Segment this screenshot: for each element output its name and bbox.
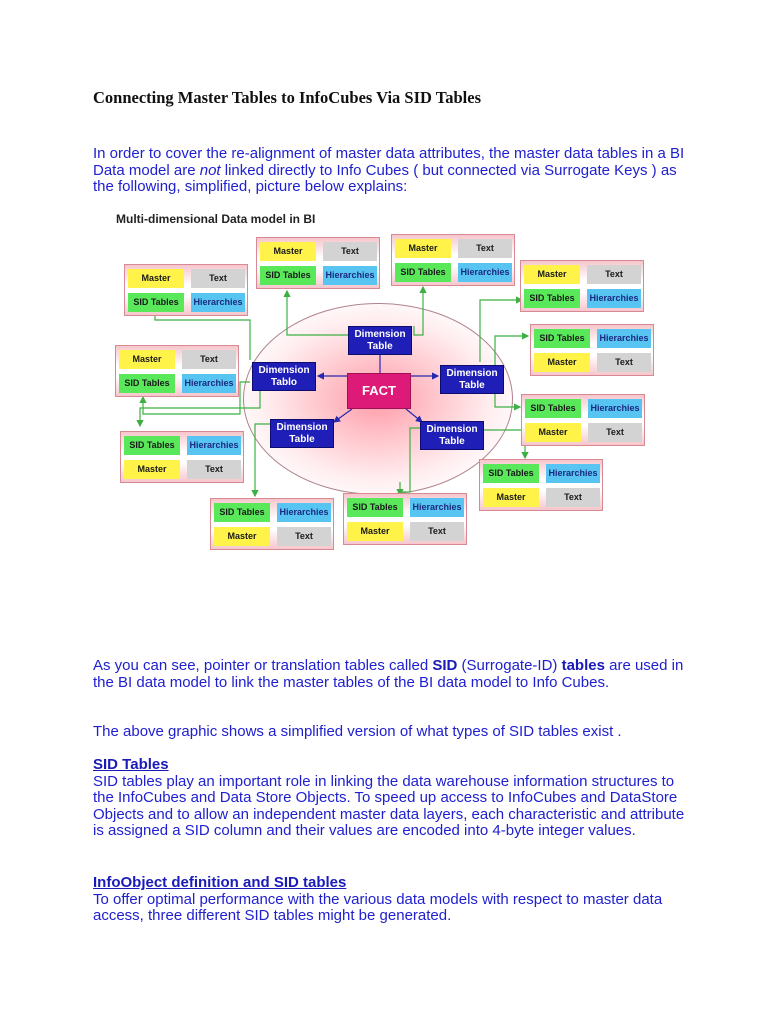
sid-table: SID Tables: [260, 266, 316, 285]
sid-group-6: SID Tables Hierarchies Master Text: [530, 324, 654, 376]
master-table: Master: [119, 350, 175, 369]
sid-table: SID Tables: [128, 293, 184, 312]
dimension-table-left: Dimension Tablo: [252, 362, 316, 391]
bold-text: tables: [561, 657, 605, 674]
dimension-table-top: Dimension Table: [348, 326, 412, 355]
dimension-label: Table: [367, 341, 393, 352]
text-table: Text: [597, 353, 651, 372]
data-model-diagram: Multi-dimensional Data model in BI: [100, 200, 670, 560]
master-table: Master: [534, 353, 590, 372]
dimension-label: Tablo: [271, 377, 297, 388]
section-body: To offer optimal performance with the va…: [93, 890, 663, 925]
dimension-label: Dimension: [446, 368, 498, 379]
hierarchies-table: Hierarchies: [187, 436, 241, 455]
text: As you can see, pointer or translation t…: [93, 657, 433, 674]
master-table: Master: [214, 527, 270, 546]
sid-table: SID Tables: [483, 464, 539, 483]
text: are used in the BI data model to link th…: [93, 657, 684, 691]
master-table: Master: [260, 242, 316, 261]
master-table: Master: [128, 269, 184, 288]
text-table: Text: [587, 265, 641, 284]
sid-table: SID Tables: [525, 399, 581, 418]
section-heading-sid-tables[interactable]: SID Tables: [93, 756, 169, 773]
dimension-label: Table: [459, 380, 485, 391]
fact-table: FACT: [347, 373, 411, 409]
text-table: Text: [323, 242, 377, 261]
hierarchies-table: Hierarchies: [597, 329, 651, 348]
hierarchies-table: Hierarchies: [546, 464, 600, 483]
sid-group-4: Master Text SID Tables Hierarchies: [520, 260, 644, 312]
text-table: Text: [588, 423, 642, 442]
section-infoobject-definition: InfoObject definition and SID tables To …: [93, 874, 693, 925]
sid-group-7: SID Tables Hierarchies Master Text: [521, 394, 645, 446]
text-table: Text: [277, 527, 331, 546]
sid-group-1: Master Text SID Tables Hierarchies: [124, 264, 248, 316]
intro-emphasis: not: [199, 161, 221, 179]
hierarchies-table: Hierarchies: [587, 289, 641, 308]
sid-table: SID Tables: [214, 503, 270, 522]
sid-explanation-paragraph: As you can see, pointer or translation t…: [93, 657, 693, 691]
text: (Surrogate-ID): [457, 657, 562, 674]
sid-group-9: SID Tables Hierarchies Master Text: [479, 459, 603, 511]
master-table: Master: [525, 423, 581, 442]
intro-paragraph: In order to cover the re-alignment of ma…: [93, 145, 693, 196]
dimension-table-bottom-left: Dimension Table: [270, 419, 334, 448]
intro-text-cont: linked directly to Info Cubes ( but conn…: [93, 161, 677, 196]
hierarchies-table: Hierarchies: [458, 263, 512, 282]
dimension-label: Dimension: [354, 329, 406, 340]
master-table: Master: [347, 522, 403, 541]
sid-table: SID Tables: [395, 263, 451, 282]
graphic-summary-paragraph: The above graphic shows a simplified ver…: [93, 723, 622, 740]
dimension-label: Dimension: [258, 365, 310, 376]
section-body: SID tables play an important role in lin…: [93, 772, 685, 840]
section-sid-tables: SID Tables SID tables play an important …: [93, 756, 693, 840]
hierarchies-table: Hierarchies: [410, 498, 464, 517]
text-table: Text: [546, 488, 600, 507]
sid-table: SID Tables: [524, 289, 580, 308]
master-table: Master: [524, 265, 580, 284]
hierarchies-table: Hierarchies: [191, 293, 245, 312]
master-table: Master: [124, 460, 180, 479]
sid-table: SID Tables: [347, 498, 403, 517]
sid-group-10: SID Tables Hierarchies Master Text: [343, 493, 467, 545]
section-heading-infoobject-definition[interactable]: InfoObject definition and SID tables: [93, 874, 347, 891]
dimension-table-bottom-right: Dimension Table: [420, 421, 484, 450]
sid-group-3: Master Text SID Tables Hierarchies: [391, 234, 515, 286]
diagram-title: Multi-dimensional Data model in BI: [116, 212, 316, 226]
sid-group-8: SID Tables Hierarchies Master Text: [120, 431, 244, 483]
sid-group-11: SID Tables Hierarchies Master Text: [210, 498, 334, 550]
intro-text: In order to cover the re-alignment of ma…: [93, 145, 685, 179]
hierarchies-table: Hierarchies: [277, 503, 331, 522]
sid-table: SID Tables: [119, 374, 175, 393]
hierarchies-table: Hierarchies: [182, 374, 236, 393]
bold-text: SID: [432, 657, 458, 674]
text-table: Text: [458, 239, 512, 258]
hierarchies-table: Hierarchies: [588, 399, 642, 418]
master-table: Master: [483, 488, 539, 507]
hierarchies-table: Hierarchies: [323, 266, 377, 285]
dimension-label: Table: [439, 436, 465, 447]
text-table: Text: [410, 522, 464, 541]
dimension-table-right: Dimension Table: [440, 365, 504, 394]
text-table: Text: [187, 460, 241, 479]
dimension-label: Table: [289, 434, 315, 445]
dimension-label: Dimension: [276, 422, 328, 433]
sid-group-2: Master Text SID Tables Hierarchies: [256, 237, 380, 289]
master-table: Master: [395, 239, 451, 258]
text-table: Text: [191, 269, 245, 288]
sid-table: SID Tables: [124, 436, 180, 455]
dimension-label: Dimension: [426, 424, 478, 435]
text-table: Text: [182, 350, 236, 369]
sid-group-5: Master Text SID Tables Hierarchies: [115, 345, 239, 397]
page-title: Connecting Master Tables to InfoCubes Vi…: [93, 88, 481, 107]
sid-table: SID Tables: [534, 329, 590, 348]
